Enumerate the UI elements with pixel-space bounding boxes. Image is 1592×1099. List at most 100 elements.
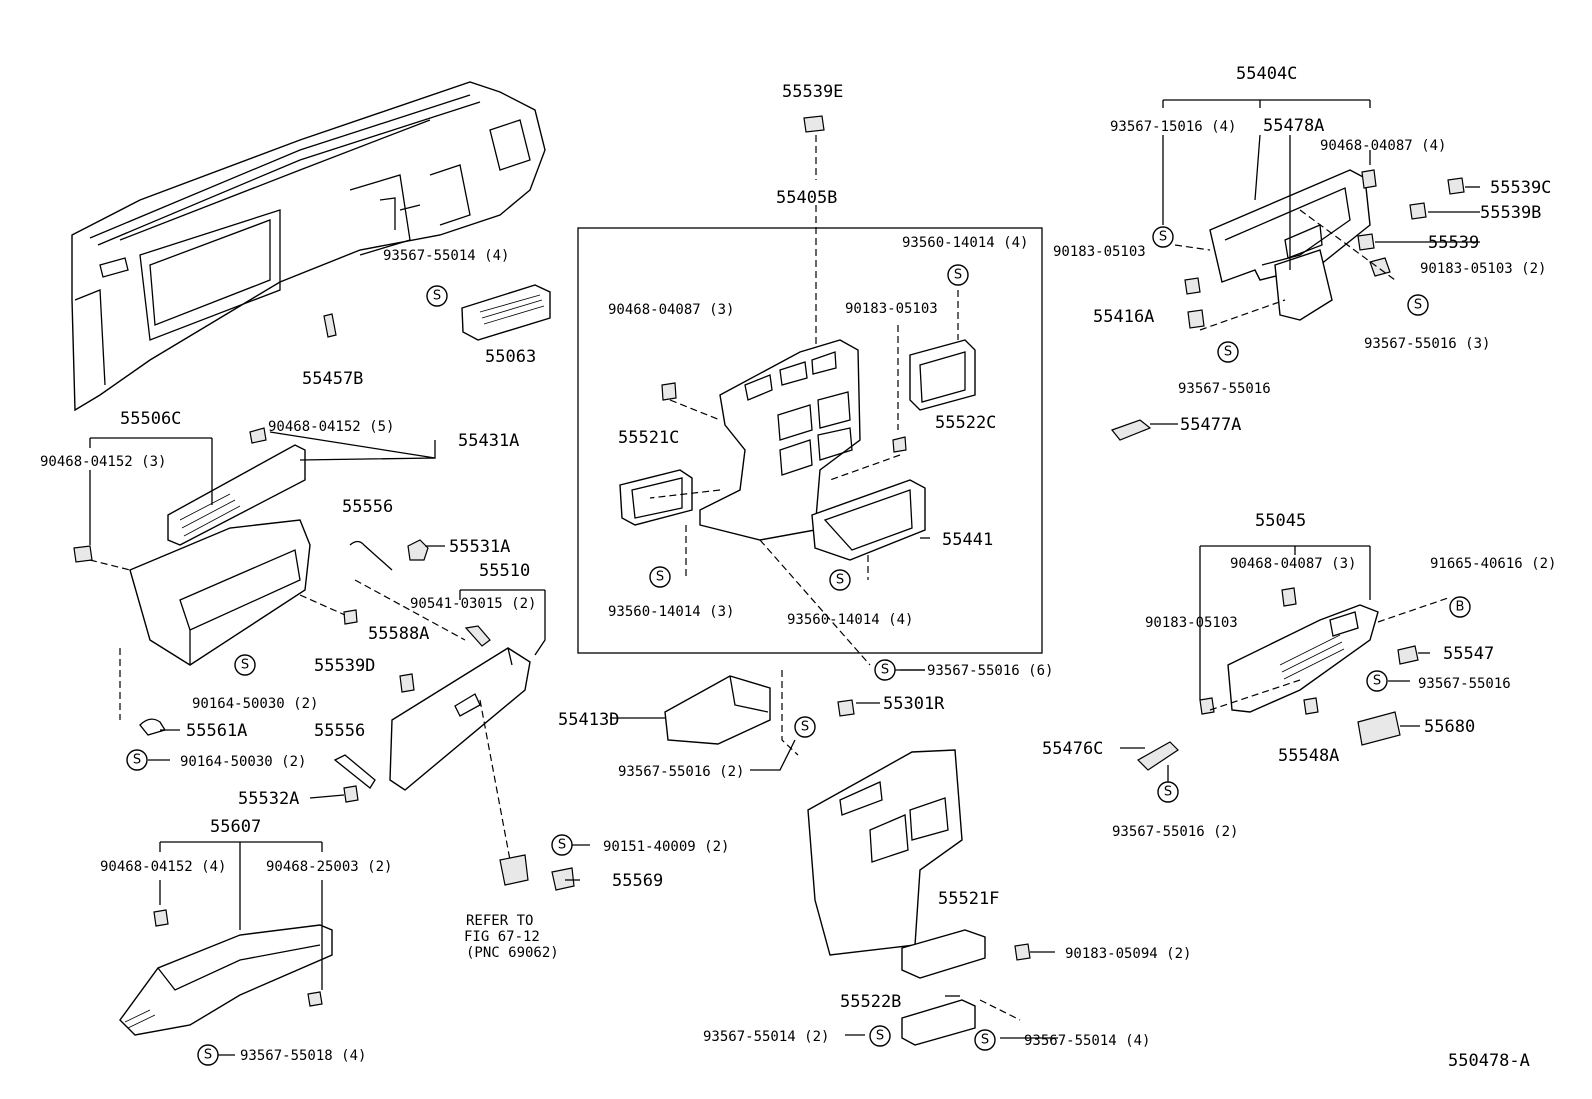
label-90151-40009: 90151-40009 (2)	[603, 839, 729, 855]
part-55531A	[407, 539, 429, 561]
screw-symbols: S S S S S S S S S S S S S S S S S B	[126, 226, 1471, 1066]
label-55680: 55680	[1424, 717, 1475, 737]
label-55547: 55547	[1443, 644, 1494, 664]
label-55548A: 55548A	[1278, 746, 1339, 766]
clip-90183-05103	[892, 436, 907, 453]
part-55405B-bezel	[699, 339, 861, 541]
svg-text:S: S	[656, 570, 664, 585]
svg-text:S: S	[981, 1033, 989, 1048]
part-55457B	[323, 313, 337, 338]
part-55539E	[803, 115, 825, 360]
label-90183-05103-c: 90183-05103	[845, 301, 938, 317]
screw-symbol: S	[551, 834, 573, 856]
label-refer-3: (PNC 69062)	[466, 945, 559, 961]
label-55521F: 55521F	[938, 889, 999, 909]
bolt-90541-03015	[464, 625, 491, 647]
screw-symbol: S	[947, 264, 969, 286]
label-93567-55014-4a: 93567-55014 (4)	[383, 248, 509, 264]
label-90468-04152-3: 90468-04152 (3)	[40, 454, 166, 470]
part-55539	[1357, 233, 1375, 251]
part-55521C	[619, 469, 693, 526]
label-93567-55016-6: 93567-55016 (6)	[927, 663, 1053, 679]
label-90468-25003: 90468-25003 (2)	[266, 859, 392, 875]
part-55522B	[901, 999, 976, 1046]
label-90468-04152-5: 90468-04152 (5)	[268, 419, 394, 435]
label-55539B: 55539B	[1480, 203, 1541, 223]
label-90468-04087-3a: 90468-04087 (3)	[608, 302, 734, 318]
label-93560-14014-3: 93560-14014 (3)	[608, 604, 734, 620]
figure-id: 550478-A	[1448, 1051, 1530, 1071]
screw-symbol: S	[1366, 670, 1388, 692]
part-55045-panel	[1227, 604, 1379, 713]
part-55556-upper	[349, 540, 393, 571]
part-55416A	[1187, 309, 1205, 329]
label-55539C: 55539C	[1490, 178, 1551, 198]
label-93567-55018: 93567-55018 (4)	[240, 1048, 366, 1064]
label-93560-14014-4b: 93560-14014 (4)	[787, 612, 913, 628]
label-55416A: 55416A	[1093, 307, 1154, 327]
label-55539D: 55539D	[314, 656, 375, 676]
label-55522B: 55522B	[840, 992, 901, 1012]
part-55522C	[909, 339, 976, 411]
label-91665-40616: 91665-40616 (2)	[1430, 556, 1556, 572]
part-55539D	[343, 609, 358, 625]
label-93567-55016-2b: 93567-55016 (2)	[1112, 824, 1238, 840]
label-90183-05094: 90183-05094 (2)	[1065, 946, 1191, 962]
part-55431A-panel	[167, 444, 306, 546]
part-55539C	[1447, 177, 1465, 195]
part-55539B	[1409, 202, 1427, 220]
label-55556b: 55556	[314, 721, 365, 741]
part-55063	[461, 284, 551, 341]
screw-symbol: S	[794, 716, 816, 738]
label-55477A: 55477A	[1180, 415, 1241, 435]
clip-90468-25003	[307, 991, 323, 1007]
part-55680	[1357, 711, 1401, 746]
label-90183-05103-2: 90183-05103 (2)	[1420, 261, 1546, 277]
label-55556a: 55556	[342, 497, 393, 517]
part-55441	[811, 479, 926, 561]
svg-text:S: S	[836, 573, 844, 588]
label-93567-55016-3: 93567-55016 (3)	[1364, 336, 1490, 352]
part-55413D	[664, 675, 771, 745]
clip-90183-05103-l	[1184, 277, 1201, 295]
part-55569-latch	[499, 854, 575, 891]
label-refer-2: FIG 67-12	[464, 929, 540, 945]
part-55521F	[901, 929, 986, 979]
svg-text:S: S	[876, 1029, 884, 1044]
part-labels: 55539E 55405B 55404C 93567-15016 (4) 554…	[40, 64, 1556, 1071]
svg-text:S: S	[954, 268, 962, 283]
label-90468-04087-3b: 90468-04087 (3)	[1230, 556, 1356, 572]
screw-symbol: S	[234, 654, 256, 676]
screw-symbol: S	[829, 569, 851, 591]
center-cluster-frame	[577, 227, 1043, 654]
label-55404C: 55404C	[1236, 64, 1297, 84]
label-90541-03015: 90541-03015 (2)	[410, 596, 536, 612]
svg-text:S: S	[204, 1048, 212, 1063]
clip-90468-04087-3b	[1281, 587, 1297, 607]
svg-text:S: S	[133, 753, 141, 768]
label-55539: 55539	[1428, 233, 1479, 253]
screw-symbol: S	[1407, 294, 1429, 316]
part-55556-lower	[333, 754, 376, 789]
label-55531A: 55531A	[449, 537, 510, 557]
screw-symbol: S	[974, 1029, 996, 1051]
label-55506C: 55506C	[120, 409, 181, 429]
label-93567-15016: 93567-15016 (4)	[1110, 119, 1236, 135]
label-93567-55016-2a: 93567-55016 (2)	[618, 764, 744, 780]
label-55569: 55569	[612, 871, 663, 891]
svg-text:S: S	[1373, 674, 1381, 689]
label-55301R: 55301R	[883, 694, 945, 714]
label-93560-14014-4a: 93560-14014 (4)	[902, 235, 1028, 251]
label-90164-50030-b: 90164-50030 (2)	[180, 754, 306, 770]
label-55476C: 55476C	[1042, 739, 1103, 759]
label-55431A: 55431A	[458, 431, 519, 451]
screw-symbol: S	[1152, 226, 1174, 248]
clip-90468-04152-5	[249, 427, 267, 444]
label-93567-55016-a: 93567-55016	[1178, 381, 1271, 397]
label-55539E: 55539E	[782, 82, 843, 102]
part-55561A	[139, 718, 167, 736]
svg-text:S: S	[1224, 345, 1232, 360]
part-55588A	[399, 673, 415, 693]
label-90183-05103-r: 90183-05103	[1053, 244, 1146, 260]
